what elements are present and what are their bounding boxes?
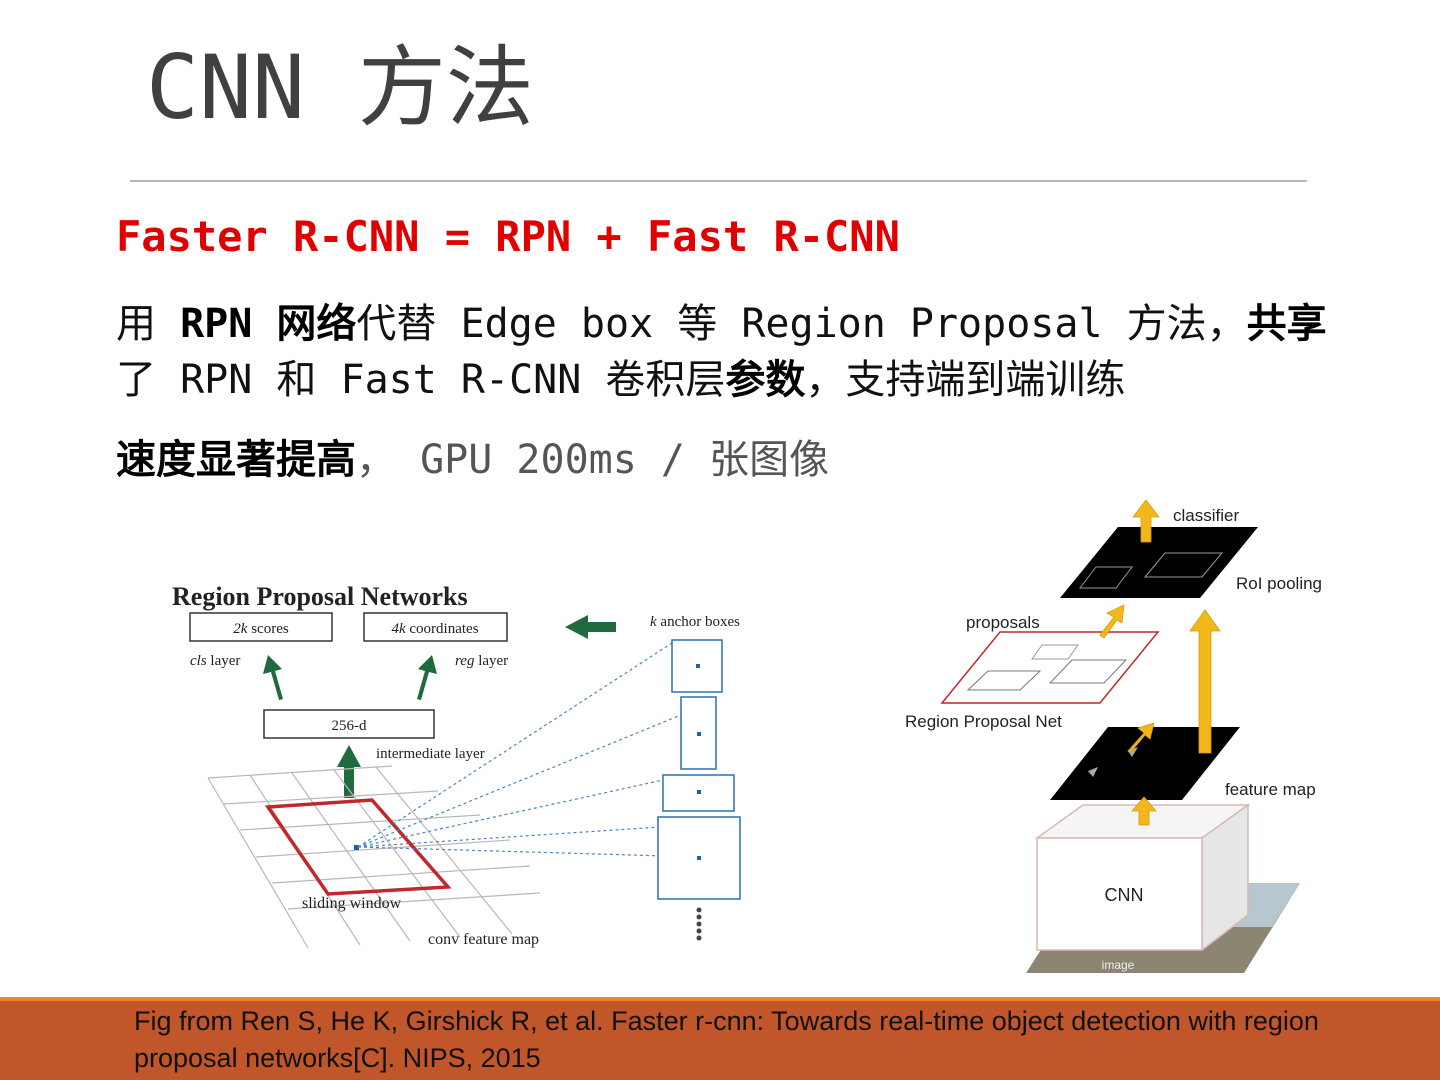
arrow-up-icon (337, 745, 361, 798)
rpn-label: Region Proposal Net (905, 712, 1062, 731)
text-run-bold: RPN 网络 (180, 301, 357, 347)
arrow-featuremap-to-rpn-icon (1127, 722, 1155, 754)
scores-label: 2k scores (233, 621, 289, 637)
text-run-bold: 速度显著提高 (116, 437, 356, 483)
text-run: 代替 Edge box 等 Region Proposal 方法， (356, 301, 1247, 347)
proposal-box (1031, 644, 1079, 660)
proposal-box (1048, 659, 1128, 684)
coordinates-box (363, 612, 508, 642)
anchor-boxes (657, 639, 741, 900)
text-run: ， GPU 200ms / 张图像 (356, 437, 830, 483)
text-run-bold: 共享 (1246, 301, 1327, 347)
text-run-bold: 参数 (725, 357, 806, 403)
arrow-to-classifier-icon (1132, 499, 1160, 543)
citation-footer: Fig from Ren S, He K, Girshick R, et al.… (0, 997, 1440, 1080)
slide-title: CNN 方法 (146, 36, 534, 139)
anchor-center (696, 664, 700, 668)
intermediate-label: intermediate layer (376, 746, 485, 762)
ellipsis-dots (696, 907, 702, 941)
speed-paragraph: 速度显著提高， GPU 200ms / 张图像 (116, 432, 829, 488)
projection-lines (357, 642, 701, 858)
proposals-plane (940, 631, 1160, 704)
roi-pooling-label: RoI pooling (1236, 574, 1322, 593)
sliding-window-box (264, 798, 452, 896)
reg-layer-label: reg layer (455, 653, 508, 669)
description-paragraph: 用 RPN 网络代替 Edge box 等 Region Proposal 方法… (116, 296, 1336, 408)
anchor-center (697, 856, 701, 860)
image-label: image (1102, 958, 1135, 972)
cnn-box-front (1036, 837, 1203, 951)
feature-map-plane (1050, 727, 1240, 800)
scores-box (189, 612, 333, 642)
window-center (354, 845, 359, 850)
arrow-cnn-to-featuremap-icon (1131, 796, 1157, 826)
cls-layer-label: cls layer (190, 653, 240, 669)
citation-text: Fig from Ren S, He K, Girshick R, et al.… (134, 1006, 1319, 1073)
roi-pooling-plane (1060, 527, 1258, 598)
arrow-left-icon (565, 615, 616, 639)
proposals-label: proposals (966, 613, 1040, 632)
anchor-boxes-label: k anchor boxes (650, 614, 740, 630)
dim-label: 256-d (332, 718, 367, 734)
arrow-featuremap-to-roi-icon (1189, 609, 1221, 754)
feature-map-label: feature map (1225, 780, 1316, 799)
anchor-center (697, 732, 701, 736)
anchor-center (697, 790, 701, 794)
arrow-to-cls-icon (263, 655, 283, 700)
sliding-window-label: sliding window (302, 895, 402, 912)
intermediate-box (263, 709, 435, 739)
classifier-label: classifier (1173, 506, 1239, 525)
title-divider (130, 180, 1307, 182)
roi-box (1143, 552, 1224, 578)
coordinates-label: 4k coordinates (391, 621, 478, 637)
text-run: ，支持端到端训练 (805, 357, 1126, 403)
cnn-label: CNN (1105, 885, 1144, 905)
proposal-box (966, 670, 1042, 691)
roi-box (1078, 566, 1134, 589)
text-run: 用 (116, 301, 181, 347)
faster-rcnn-diagram: image CNN feature map Region Proposal Ne… (905, 499, 1322, 973)
conv-feature-grid (207, 765, 541, 949)
formula-text: Faster R-CNN = RPN + Fast R-CNN (116, 212, 900, 261)
conv-map-label: conv feature map (428, 931, 539, 948)
arrow-to-reg-icon (417, 655, 437, 700)
rpn-figure-title: Region Proposal Networks (172, 582, 468, 611)
text-run: 了 RPN 和 Fast R-CNN 卷积层 (116, 357, 726, 403)
rpn-diagram: Region Proposal Networks 2k scores 4k co… (172, 582, 741, 949)
arrow-rpn-to-proposals-icon (1099, 604, 1125, 639)
